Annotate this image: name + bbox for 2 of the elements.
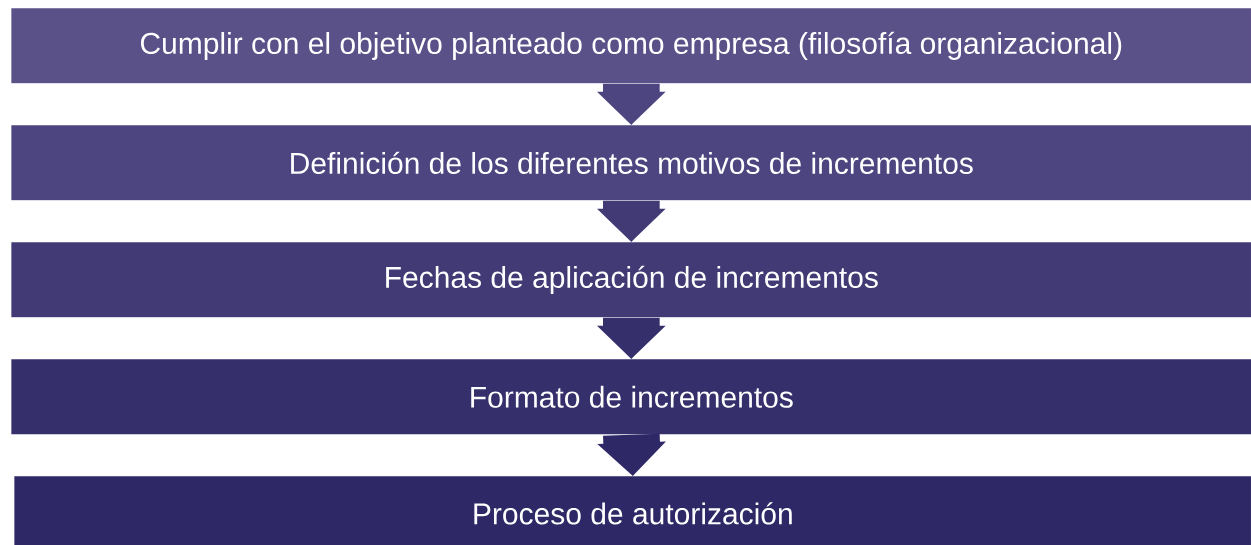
process-box: Proceso de autorización: [14, 476, 1251, 545]
process-box: Cumplir con el objetivo planteado como empresa (filosofía organizacional): [11, 8, 1251, 84]
